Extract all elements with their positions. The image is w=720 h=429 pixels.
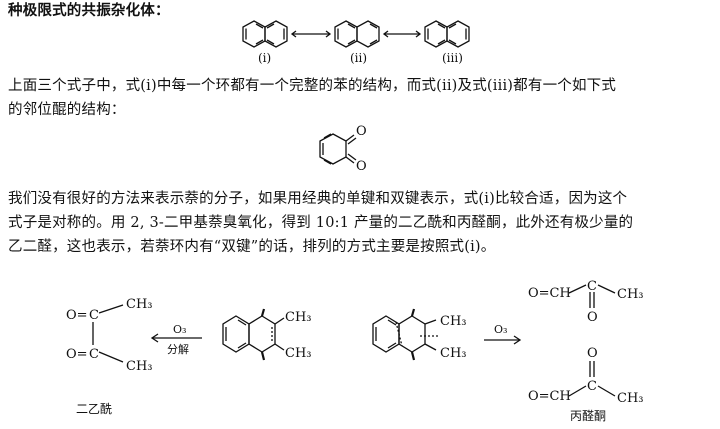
- left-ch3-bottom: CH₃: [285, 346, 312, 361]
- reagent-o3-left: O₃: [173, 323, 186, 336]
- product-c-bottom: C: [587, 379, 597, 394]
- product-o-top: O: [587, 310, 598, 325]
- product-diacetyl-label: 二乙酰: [76, 402, 112, 416]
- structure-iii: [424, 20, 470, 48]
- label-i: (i): [258, 51, 271, 65]
- product-bond-bottom-1: [568, 385, 587, 397]
- dimethylnaphthalene-structure-left: [222, 308, 285, 361]
- quinone-oxygen-2: O: [356, 159, 367, 174]
- product-ch-top: O=CH: [528, 286, 571, 301]
- resonance-arrow-1: [290, 30, 332, 38]
- text-line-3: 的邻位醌的结构：: [8, 102, 126, 118]
- product-ch3-top: CH₃: [617, 287, 644, 302]
- diacetyl-o-top: O=: [66, 308, 88, 323]
- left-ch3-top: CH₃: [285, 310, 312, 325]
- right-ch3-top: CH₃: [440, 314, 467, 329]
- quinone-oxygen-1: O: [356, 124, 367, 139]
- diacetyl-ch3-top: CH₃: [126, 297, 153, 312]
- product-bond-top-2: [597, 284, 616, 294]
- dimethylnaphthalene-structure-right: [372, 308, 440, 361]
- label-iii: (iii): [442, 51, 463, 65]
- diacetyl-c-top: C: [89, 308, 99, 323]
- resonance-arrow-2: [382, 30, 422, 38]
- diacetyl-c-bottom: C: [89, 347, 99, 362]
- product-bond-top-1: [568, 284, 587, 294]
- ortho-quinone-structure: [319, 133, 357, 165]
- product-o-bottom: O: [587, 346, 598, 361]
- text-line-6: 乙二醛，这也表示，若萘环内有“双键”的话，排列的方式主要是按照式(i)。: [8, 239, 496, 255]
- ozonolysis-arrow-right: [484, 335, 522, 345]
- reagent-o3-right: O₃: [494, 323, 507, 336]
- product-ch3-bottom: CH₃: [617, 391, 644, 406]
- diacetyl-bond-top: [98, 304, 124, 314]
- text-line-2: 上面三个式子中，式(i)中每一个环都有一个完整的苯的结构，而式(ii)及式(ii…: [8, 78, 617, 94]
- text-line-5: 式子是对称的。用 2, 3-二甲基萘臭氧化，得到 10:1 产量的二乙酰和丙醛酮…: [8, 215, 634, 231]
- ozonolysis-arrow-left: [150, 333, 202, 343]
- right-ch3-bottom: CH₃: [440, 346, 467, 361]
- label-ii: (ii): [350, 51, 367, 65]
- product-bingquantong-label: 丙醛酮: [570, 408, 606, 423]
- diacetyl-bond-bottom: [98, 351, 124, 363]
- text-line-1: 种极限式的共振杂化体：: [8, 2, 170, 19]
- structure-ii: [334, 20, 380, 48]
- reagent-fenjie: 分解: [167, 342, 189, 356]
- diacetyl-ch3-bottom: CH₃: [126, 359, 153, 374]
- product-c-top: C: [587, 279, 597, 294]
- product-bond-bottom-2: [597, 385, 616, 397]
- structure-i: [242, 20, 288, 48]
- diacetyl-o-bottom: O=: [66, 347, 88, 362]
- product-ch-bottom: O=CH: [528, 389, 571, 404]
- text-line-4: 我们没有很好的方法来表示萘的分子，如果用经典的单键和双键表示，式(i)比较合适，…: [8, 191, 628, 207]
